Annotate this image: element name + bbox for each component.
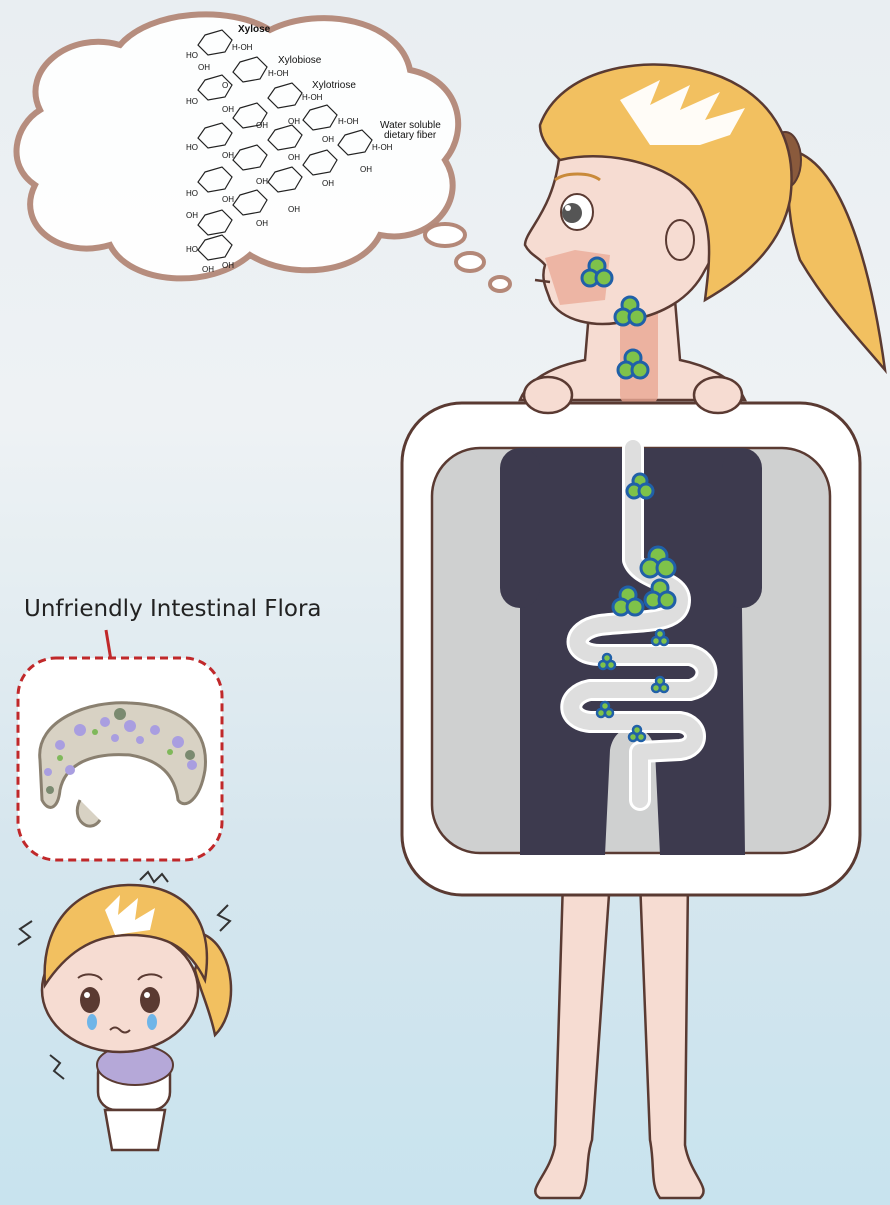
svg-text:OH: OH bbox=[222, 105, 234, 114]
svg-text:HO: HO bbox=[186, 51, 198, 60]
svg-text:OH: OH bbox=[222, 261, 234, 270]
legs bbox=[535, 880, 703, 1198]
svg-text:OH: OH bbox=[222, 195, 234, 204]
svg-text:OH: OH bbox=[360, 165, 372, 174]
svg-text:H-OH: H-OH bbox=[232, 43, 253, 52]
svg-text:HO: HO bbox=[186, 245, 198, 254]
unfriendly-flora-label: Unfriendly Intestinal Flora bbox=[24, 596, 322, 622]
svg-text:OH: OH bbox=[288, 205, 300, 214]
svg-text:OH: OH bbox=[198, 63, 210, 72]
xylose-label: Xylose bbox=[238, 24, 270, 35]
svg-text:H-OH: H-OH bbox=[372, 143, 393, 152]
svg-text:HO: HO bbox=[186, 189, 198, 198]
xylotriose-label: Xylotriose bbox=[312, 80, 356, 91]
svg-text:OH: OH bbox=[202, 265, 214, 274]
sad-girl-icon bbox=[18, 872, 231, 1150]
svg-text:OH: OH bbox=[222, 151, 234, 160]
svg-text:OH: OH bbox=[256, 121, 268, 130]
head bbox=[525, 65, 792, 324]
body-frame bbox=[402, 377, 860, 895]
svg-text:HO: HO bbox=[186, 97, 198, 106]
xylobiose-label: Xylobiose bbox=[278, 55, 321, 66]
svg-text:OH: OH bbox=[322, 179, 334, 188]
svg-text:H-OH: H-OH bbox=[302, 93, 323, 102]
fiber-label-line2: dietary fiber bbox=[384, 130, 436, 141]
svg-text:OH: OH bbox=[256, 219, 268, 228]
svg-text:OH: OH bbox=[288, 117, 300, 126]
svg-text:H-OH: H-OH bbox=[338, 117, 359, 126]
svg-text:H-OH: H-OH bbox=[268, 69, 289, 78]
flora-callout bbox=[18, 630, 222, 860]
svg-text:OH: OH bbox=[186, 211, 198, 220]
svg-text:OH: OH bbox=[256, 177, 268, 186]
svg-text:HO: HO bbox=[186, 143, 198, 152]
svg-text:OH: OH bbox=[288, 153, 300, 162]
svg-text:O: O bbox=[222, 81, 228, 90]
svg-text:OH: OH bbox=[322, 135, 334, 144]
